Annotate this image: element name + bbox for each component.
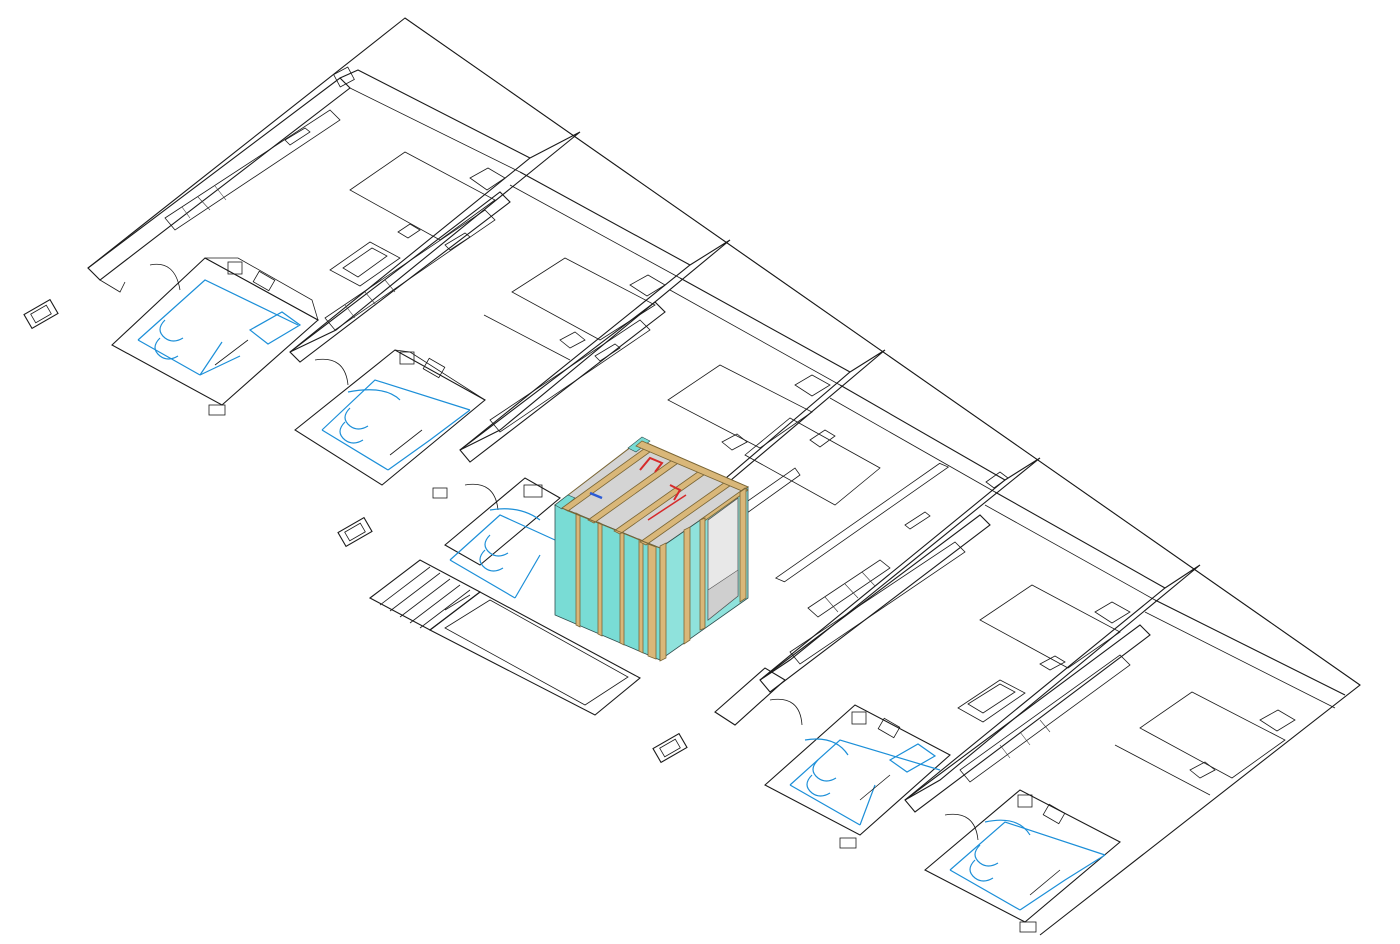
room-6 bbox=[904, 599, 1346, 933]
room-2 bbox=[289, 171, 691, 499]
room-3 bbox=[444, 277, 851, 599]
pod-pipework bbox=[589, 456, 687, 521]
column-marker-icon bbox=[652, 732, 688, 764]
column-marker-icon bbox=[337, 516, 373, 548]
stair-core bbox=[368, 559, 641, 716]
bathroom-pod bbox=[554, 436, 750, 662]
room-4 bbox=[734, 384, 1009, 618]
room-1 bbox=[87, 66, 531, 416]
column-marker-icon bbox=[23, 298, 59, 330]
room-5 bbox=[714, 491, 1166, 849]
column-markers bbox=[23, 298, 688, 764]
